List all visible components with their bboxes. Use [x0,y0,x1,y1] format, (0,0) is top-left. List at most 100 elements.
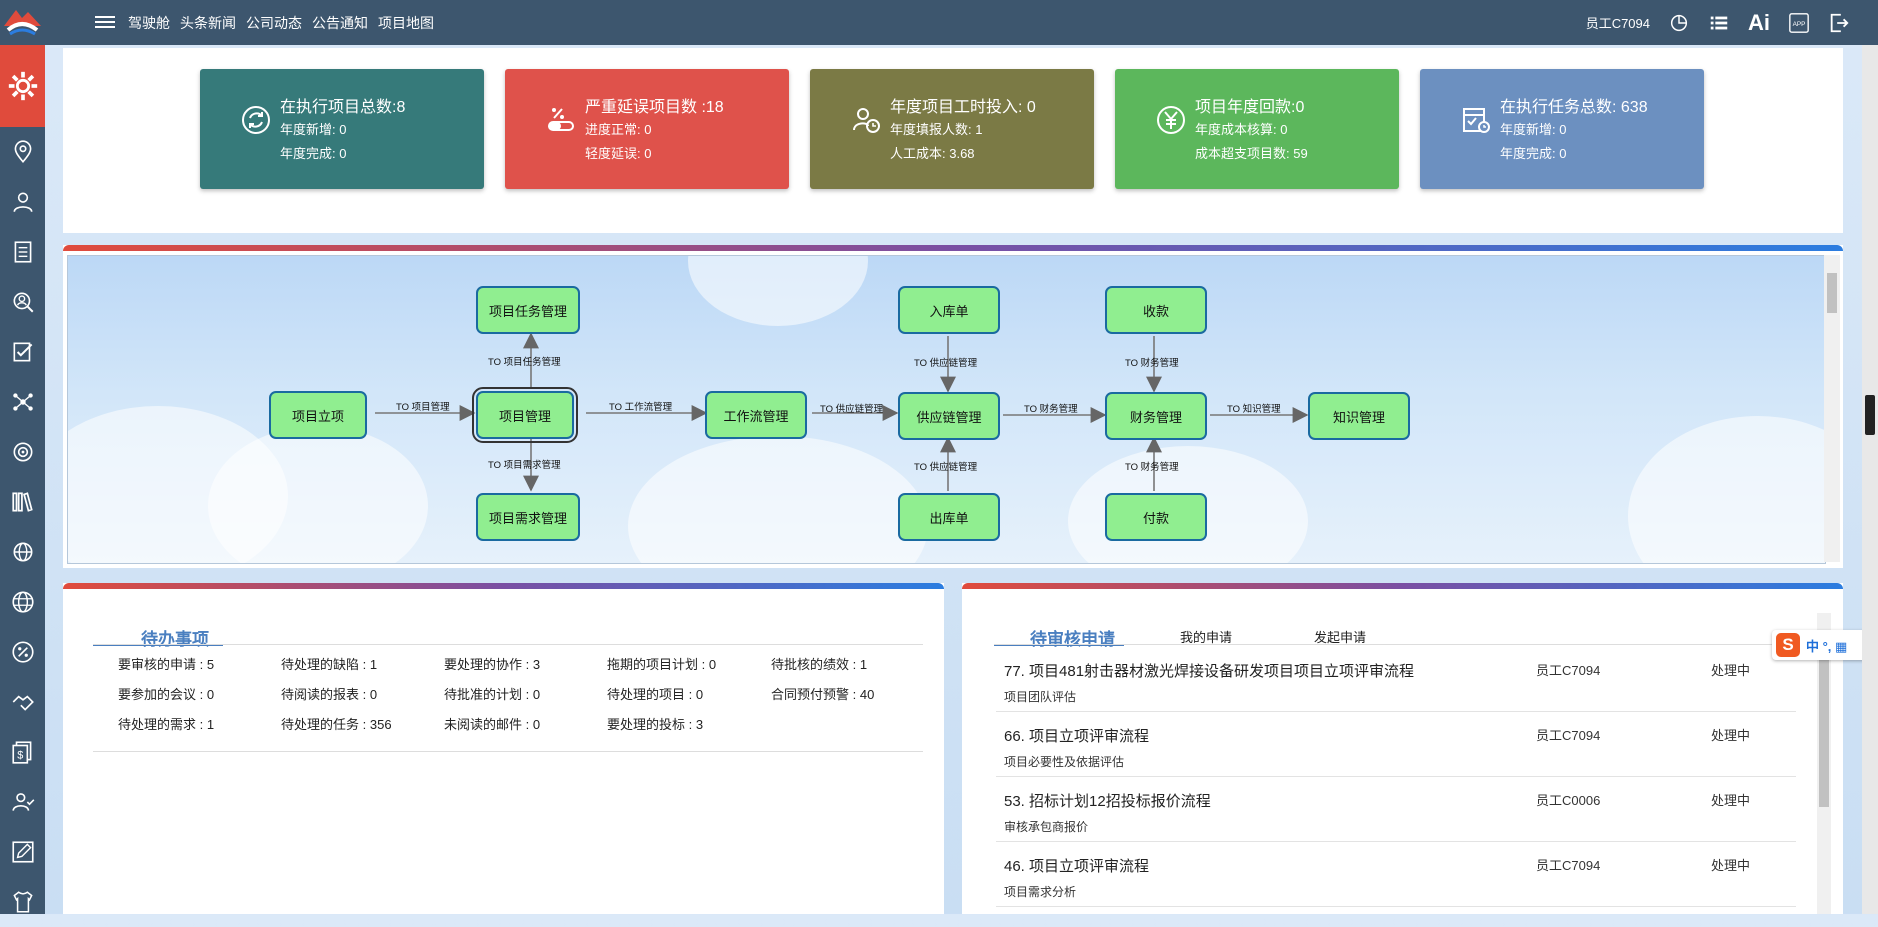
stat-card-active-projects[interactable]: 在执行项目总数:8 年度新增: 0 年度完成: 0 [200,69,484,189]
scrollbar-thumb[interactable] [1827,273,1837,313]
flow-node-inbound[interactable]: 入库单 [898,286,1000,334]
todo-title[interactable]: 待办事项 [141,630,209,649]
flow-node-receipt[interactable]: 收款 [1105,286,1207,334]
todo-item[interactable]: 合同预付预警 : 40 [771,684,874,703]
todo-item[interactable]: 要参加的会议 : 0 [118,684,214,703]
nav-headline-news[interactable]: 头条新闻 [180,14,236,31]
todo-item[interactable]: 待批准的计划 : 0 [444,684,540,703]
process-flow-diagram[interactable]: 项目立项 项目管理 项目任务管理 项目需求管理 工作流管理 供应链管理 入库单 … [67,255,1826,564]
flow-node-req-mgmt[interactable]: 项目需求管理 [476,493,580,541]
todo-item[interactable]: 未阅读的邮件 : 0 [444,714,540,733]
ime-logo-icon[interactable]: S [1776,633,1800,657]
stats-panel: 在执行项目总数:8 年度新增: 0 年度完成: 0 严重延误项目数 :18 进度… [63,48,1843,233]
sidebar-item-document[interactable] [0,227,45,277]
sidebar-item-globe[interactable] [0,577,45,627]
review-row[interactable]: 46. 项目立项评审流程 项目需求分析 员工C7094 处理中 [996,841,1796,907]
tab-my-applications[interactable]: 我的申请 [1180,630,1233,645]
pie-chart-icon[interactable] [1668,12,1690,34]
todo-item-separator: : [196,657,207,672]
page-scrollbar[interactable] [1862,45,1878,914]
todo-item-count: 0 [695,687,704,702]
sidebar-item-library[interactable] [0,477,45,527]
team-icon [11,793,34,811]
review-step: 项目必要性及依据评估 [1004,755,1125,769]
ai-icon[interactable]: Ai [1748,9,1770,35]
logout-icon[interactable] [1828,12,1850,34]
sidebar-item-handshake[interactable] [0,677,45,727]
library-icon [11,492,33,512]
nav-cockpit[interactable]: 驾驶舱 [128,14,170,31]
sidebar-item-user[interactable] [0,177,45,227]
todo-item[interactable]: 要处理的协作 : 3 [444,654,540,673]
sidebar-item-globe-settings[interactable] [0,527,45,577]
nav-project-map[interactable]: 项目地图 [378,14,434,31]
flow-node-workflow-mgmt[interactable]: 工作流管理 [705,391,807,439]
sidebar-item-edit[interactable] [0,827,45,877]
todo-item[interactable]: 待处理的需求 : 1 [118,714,214,733]
user-name[interactable]: 员工C7094 [1585,16,1650,31]
review-step: 项目需求分析 [1004,885,1077,899]
sidebar: $ [0,45,45,914]
review-status: 处理中 [1711,858,1751,873]
todo-item-label: 待处理的项目 [607,687,686,702]
todo-item[interactable]: 待批核的绩效 : 1 [771,654,867,673]
nav-company-news[interactable]: 公司动态 [246,14,302,31]
stat-card-delayed-projects[interactable]: 严重延误项目数 :18 进度正常: 0 轻度延误: 0 [505,69,789,189]
review-row[interactable]: 53. 招标计划12招投标报价流程 审核承包商报价 员工C0006 处理中 [996,776,1796,842]
stat-card-work-hours[interactable]: 年度项目工时投入: 0 年度填报人数: 1 人工成本: 3.68 [810,69,1094,189]
todo-item[interactable]: 待处理的项目 : 0 [607,684,703,703]
review-scrollbar[interactable] [1817,613,1831,914]
stat-card-annual-payment[interactable]: 项目年度回款:0 年度成本核算: 0 成本超支项目数: 59 [1115,69,1399,189]
sidebar-item-network[interactable] [0,377,45,427]
review-row[interactable]: 66. 项目立项评审流程 项目必要性及依据评估 员工C7094 处理中 [996,711,1796,777]
todo-item[interactable]: 待阅读的报表 : 0 [281,684,377,703]
hamburger-menu-icon[interactable] [95,13,115,31]
flow-node-project-setup[interactable]: 项目立项 [269,391,367,439]
flow-node-payment[interactable]: 付款 [1105,493,1207,541]
app-logo[interactable] [0,0,45,45]
stat-card-active-tasks[interactable]: 在执行任务总数: 638 年度新增: 0 年度完成: 0 [1420,69,1704,189]
flow-scrollbar[interactable] [1824,255,1840,562]
stat-line: 年度新增: 0 [1500,122,1567,137]
list-icon[interactable] [1708,12,1730,34]
sidebar-item-team[interactable] [0,777,45,827]
todo-item[interactable]: 要处理的投标 : 3 [607,714,703,733]
ime-toolbar[interactable]: S 中 °, ▦ [1772,630,1876,660]
stat-title: 在执行项目总数:8 [280,99,406,116]
flow-node-outbound[interactable]: 出库单 [898,493,1000,541]
todo-item[interactable]: 拖期的项目计划 : 0 [607,654,716,673]
todo-item-count: 356 [369,717,392,732]
top-right-tools: 员工C7094 Ai APP [1586,0,1850,45]
sidebar-item-target[interactable] [0,427,45,477]
todo-item[interactable]: 要审核的申请 : 5 [118,654,214,673]
sidebar-item-shirt[interactable] [0,877,45,927]
scrollbar-thumb[interactable] [1865,395,1875,435]
sidebar-item-checklist[interactable] [0,327,45,377]
sidebar-item-search-user[interactable] [0,277,45,327]
todo-title-underline [93,644,223,646]
sidebar-item-finance[interactable]: $ [0,727,45,777]
review-user: 员工C7094 [1536,858,1601,873]
sidebar-item-settings[interactable] [0,45,45,127]
flow-node-task-mgmt[interactable]: 项目任务管理 [476,286,580,334]
scrollbar-thumb[interactable] [1819,637,1829,807]
sidebar-item-location[interactable] [0,127,45,177]
stat-title: 项目年度回款:0 [1195,99,1305,116]
review-row[interactable]: 77. 项目481射击器材激光焊接设备研发项目项目立项评审流程 项目团队评估 员… [996,646,1796,712]
todo-item-label: 待阅读的报表 [281,687,360,702]
nav-announcements[interactable]: 公告通知 [312,14,368,31]
flow-node-supply-mgmt[interactable]: 供应链管理 [898,392,1000,440]
flow-node-project-mgmt[interactable]: 项目管理 [472,387,578,443]
todo-item[interactable]: 待处理的任务 : 356 [281,714,392,733]
ime-status[interactable]: 中 °, ▦ [1806,638,1848,654]
todo-item[interactable]: 待处理的缺陷 : 1 [281,654,377,673]
globe-settings-icon [13,542,32,562]
divider [93,751,923,752]
sidebar-item-percent[interactable] [0,627,45,677]
todo-item-count: 3 [532,657,541,672]
flow-node-finance-mgmt[interactable]: 财务管理 [1105,392,1207,440]
flow-node-knowledge-mgmt[interactable]: 知识管理 [1308,392,1410,440]
app-icon[interactable]: APP [1788,12,1810,34]
todo-item-count: 1 [859,657,868,672]
tab-start-application[interactable]: 发起申请 [1314,630,1367,645]
